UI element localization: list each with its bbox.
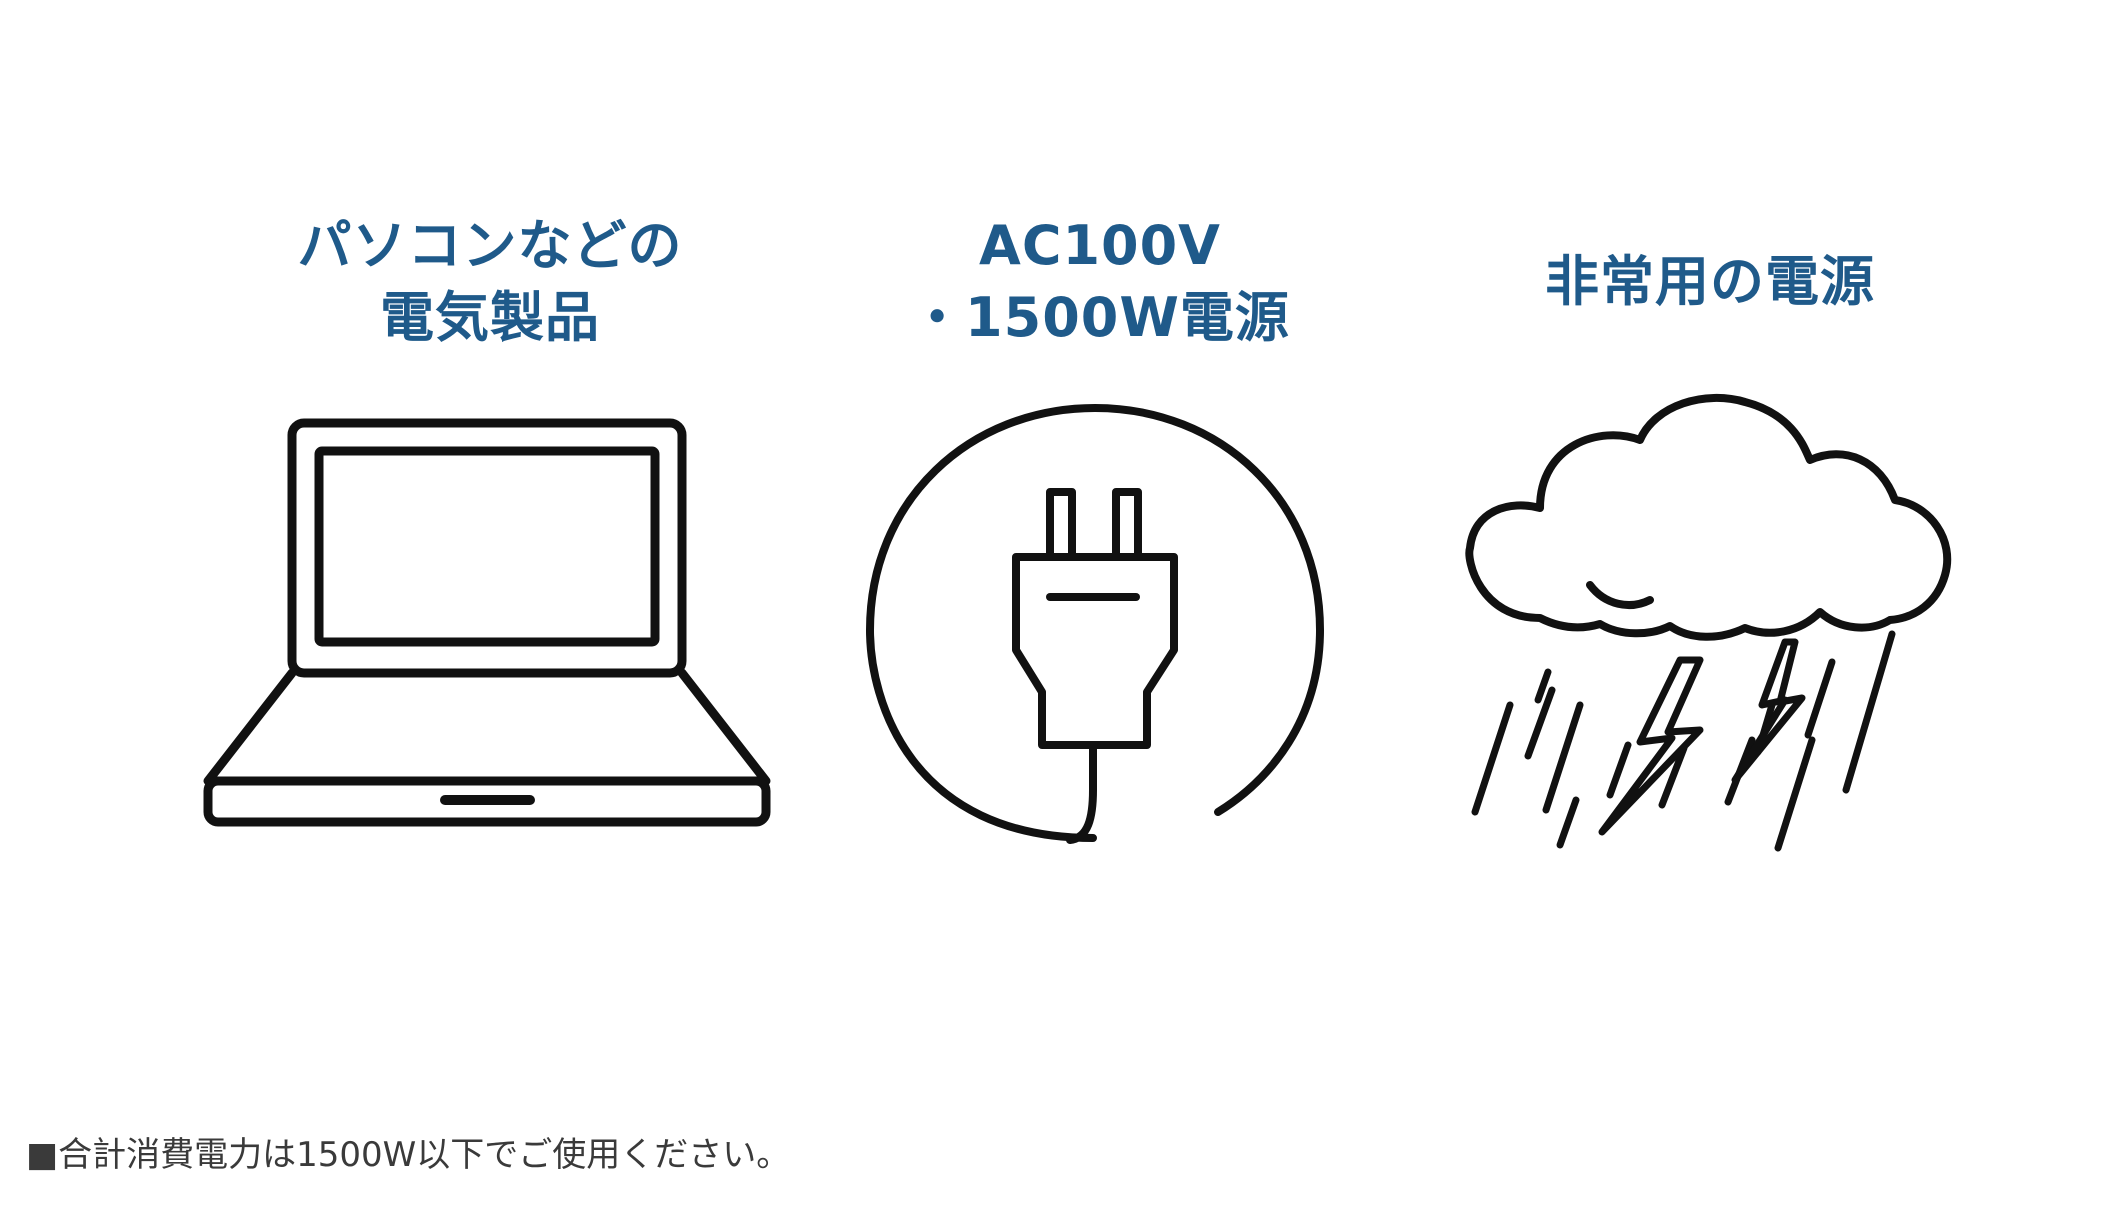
caption-line: 非常用の電源 bbox=[1545, 250, 1875, 313]
laptop-icon bbox=[180, 0, 800, 900]
thunderstorm-icon bbox=[1400, 0, 2020, 900]
feature-laptop: パソコンなどの 電気製品 bbox=[180, 0, 800, 900]
footnote: ■合計消費電力は1500W以下でご使用ください。 bbox=[26, 1135, 791, 1175]
caption-line: AC100V bbox=[979, 214, 1221, 277]
power-plug-icon bbox=[790, 0, 1410, 900]
caption-line: 電気製品 bbox=[380, 286, 600, 349]
feature-emergency: 非常用の電源 bbox=[1400, 0, 2020, 900]
caption-line: ・1500W電源 bbox=[910, 286, 1290, 349]
caption-line: パソコンなどの bbox=[297, 214, 683, 277]
feature-caption: 非常用の電源 bbox=[1400, 246, 2020, 318]
feature-caption: パソコンなどの 電気製品 bbox=[180, 210, 800, 354]
feature-caption: AC100V ・1500W電源 bbox=[790, 210, 1410, 354]
feature-plug: AC100V ・1500W電源 bbox=[790, 0, 1410, 900]
